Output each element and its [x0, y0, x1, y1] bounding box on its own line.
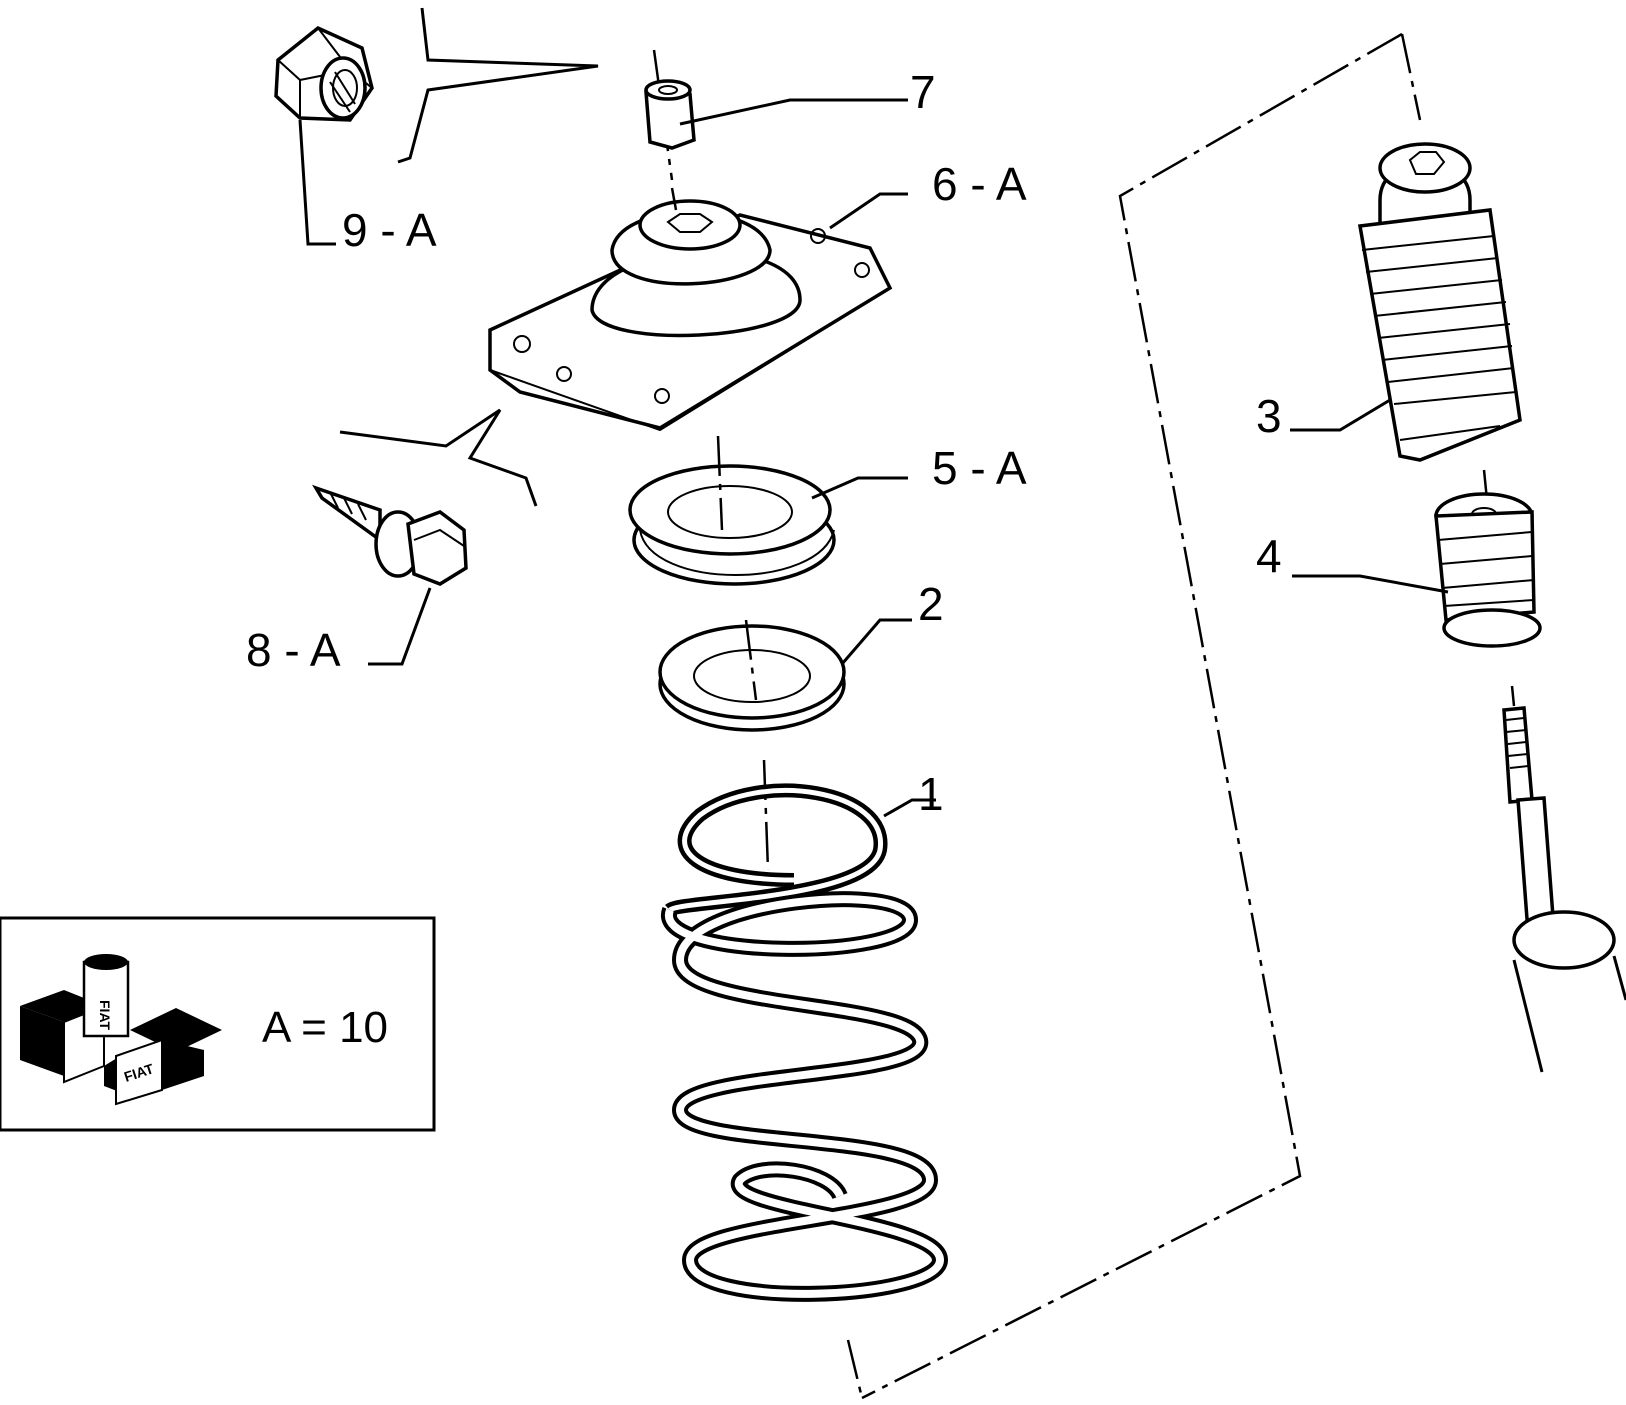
callout-7: 7: [910, 66, 936, 118]
legend-value: A = 10: [262, 1003, 388, 1052]
top-mount-part: [488, 187, 893, 432]
leader-lines: [298, 98, 1449, 818]
spring-pad-part: [658, 619, 846, 732]
callout-2: 2: [918, 578, 944, 630]
sleeve-part: [644, 49, 696, 181]
shock-absorber-part: [1502, 685, 1626, 1073]
dust-boot-part: [1357, 142, 1522, 462]
callout-3: 3: [1256, 390, 1282, 442]
callout-4: 4: [1256, 530, 1282, 582]
callout-9: 9 - A: [342, 204, 437, 256]
callout-8: 8 - A: [246, 624, 341, 676]
legend-box: FIAT FIAT A = 10: [0, 916, 436, 1132]
flange-bolt-part: [312, 484, 468, 586]
coil-spring-part: [661, 759, 949, 1302]
callout-5: 5 - A: [932, 442, 1027, 494]
lock-nut-part: [274, 25, 374, 122]
bump-stop-part: [1434, 469, 1542, 648]
callout-1: 1: [918, 768, 944, 820]
upper-spring-seat-part: [628, 435, 836, 586]
grease-tube-logo: FIAT FIAT: [20, 954, 222, 1106]
brand-mark-tube: FIAT: [97, 1000, 113, 1031]
callout-6: 6 - A: [932, 158, 1027, 210]
